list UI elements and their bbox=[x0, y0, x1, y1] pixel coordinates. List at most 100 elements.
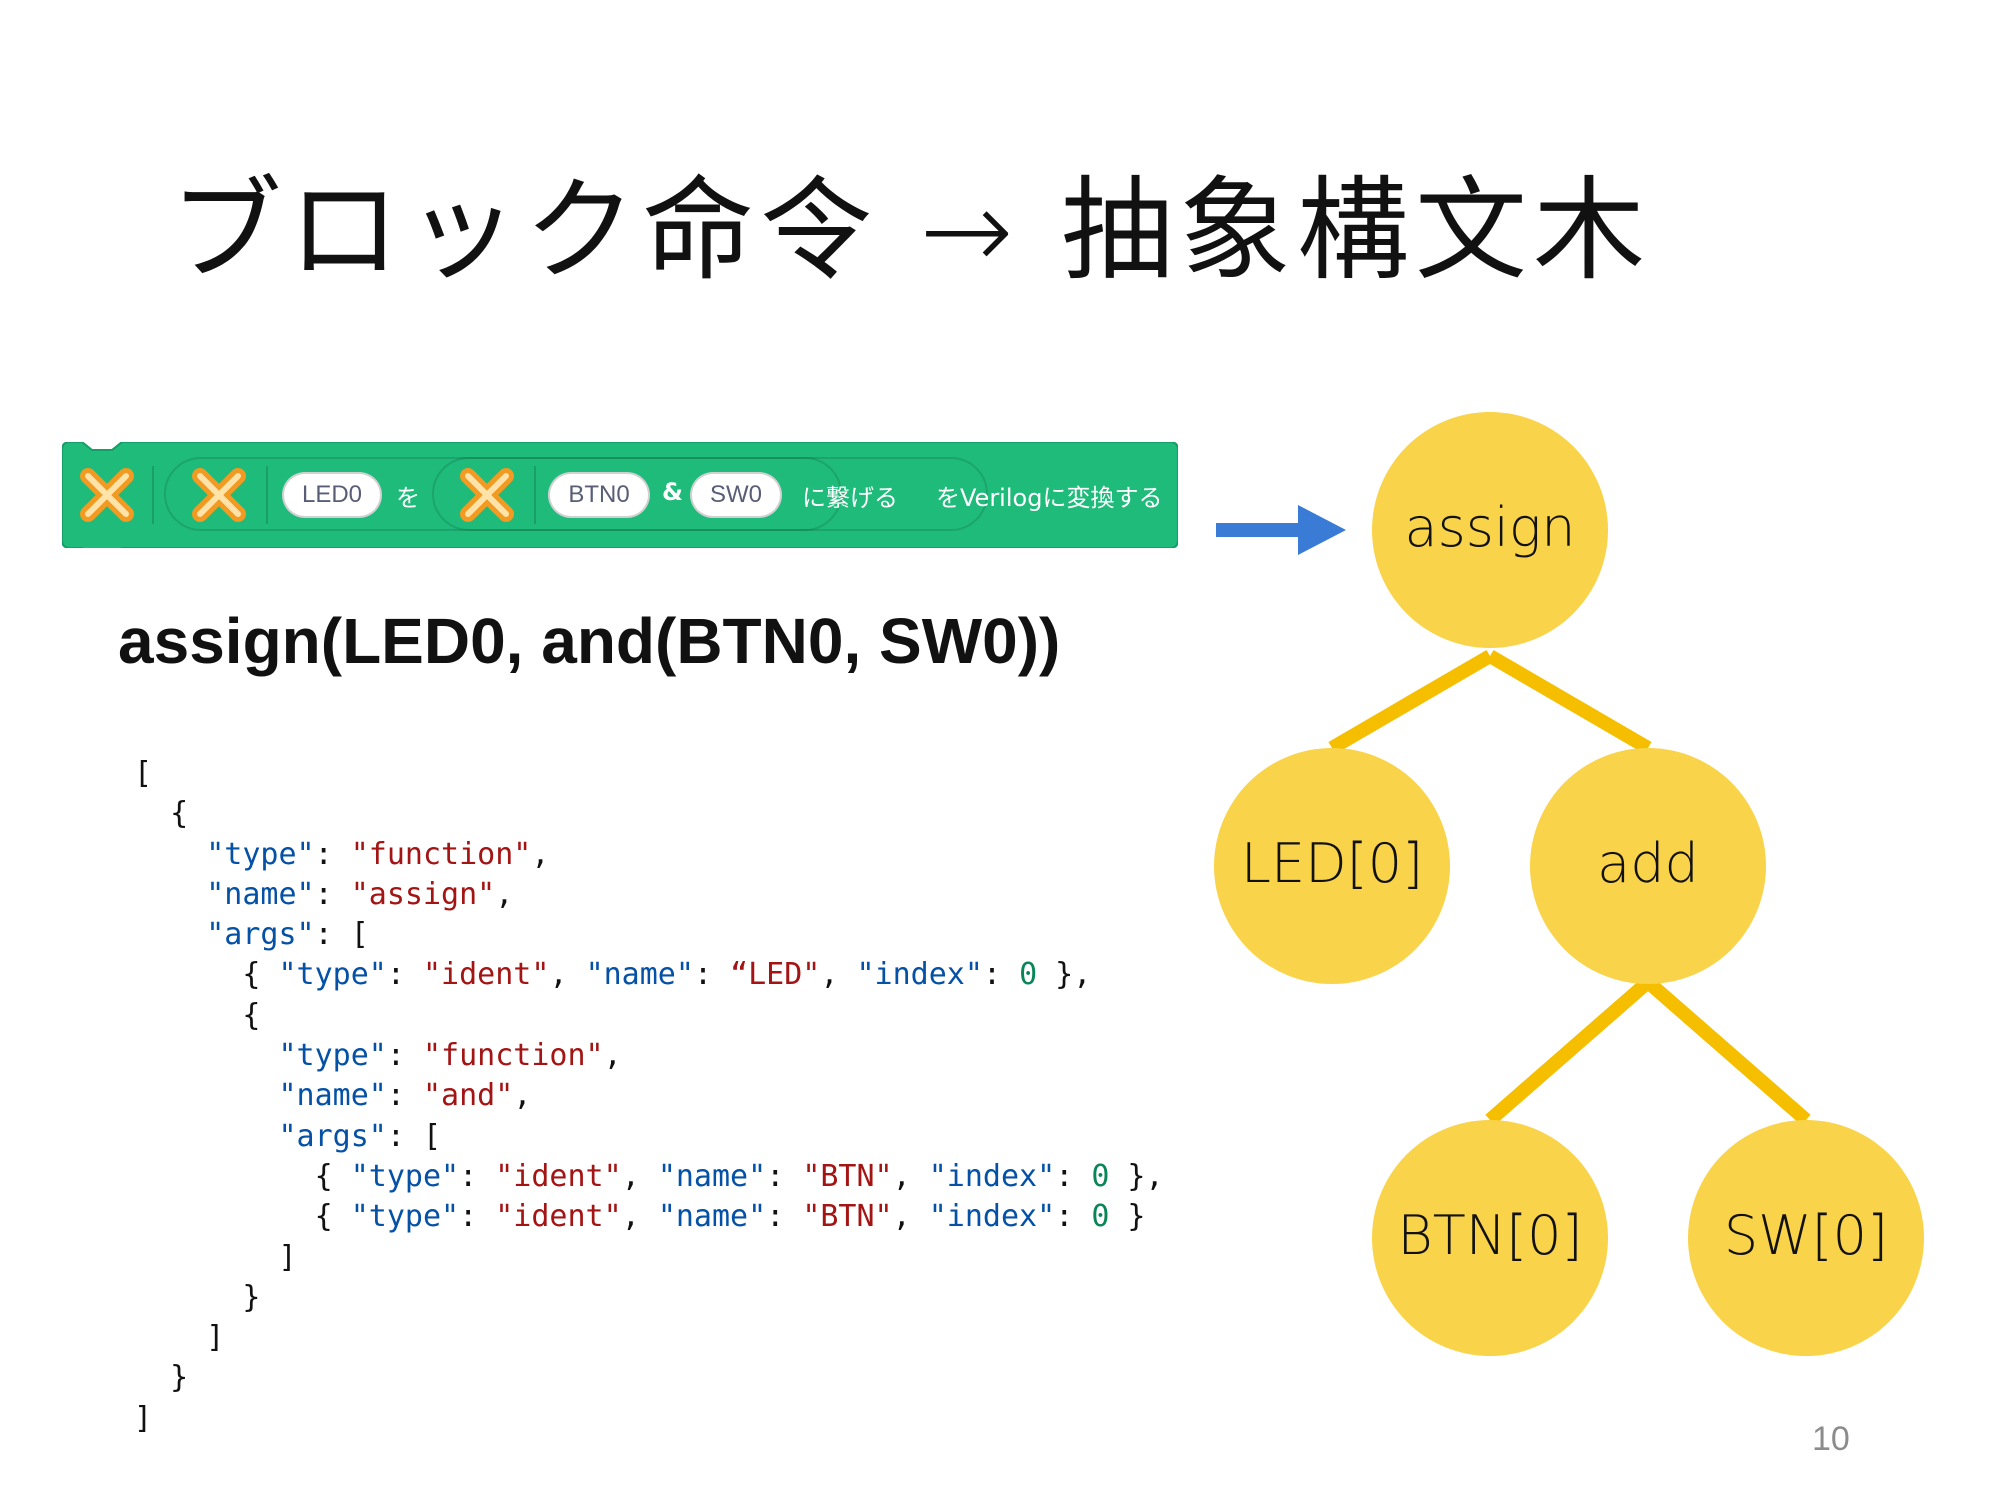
ast-json-code: [ { "type": "function", "name": "assign"… bbox=[134, 754, 1164, 1439]
code-token: { bbox=[134, 1199, 351, 1235]
code-token: : bbox=[459, 1199, 496, 1235]
outer-reporter-slot bbox=[164, 457, 988, 531]
node-add bbox=[1530, 748, 1766, 984]
code-line: "name": "and", bbox=[134, 1078, 532, 1114]
code-token: ] bbox=[134, 1400, 153, 1436]
code-token: : bbox=[1055, 1199, 1092, 1235]
code-line: { "type": "ident", "name": “LED", "index… bbox=[134, 957, 1091, 992]
code-token: "type" bbox=[278, 1038, 387, 1074]
code-token: "type" bbox=[278, 957, 387, 993]
code-token: { bbox=[134, 1158, 351, 1194]
ast-expression: assign(LED0, and(BTN0, SW0)) bbox=[118, 605, 1061, 677]
code-token: "index" bbox=[928, 1158, 1056, 1194]
code-token: "type" bbox=[350, 1158, 460, 1194]
code-token: : bbox=[982, 957, 1020, 993]
code-token: : bbox=[459, 1158, 496, 1194]
code-token: , bbox=[621, 1199, 658, 1235]
inner-reporter-slot bbox=[432, 457, 842, 531]
edge-add-btn bbox=[1485, 976, 1653, 1126]
extension-x-icon bbox=[192, 468, 246, 522]
code-token: "name" bbox=[206, 876, 315, 912]
code-token: { bbox=[134, 997, 261, 1033]
page-number: 10 bbox=[1812, 1420, 1850, 1458]
code-token: “LED" bbox=[730, 957, 821, 993]
code-token: : bbox=[386, 957, 423, 993]
code-line: { "type": "ident", "name": "BTN", "index… bbox=[134, 1199, 1146, 1234]
code-line: ] bbox=[134, 1401, 152, 1436]
code-token: : bbox=[386, 1038, 423, 1074]
code-token: "ident" bbox=[423, 957, 550, 993]
code-token: }, bbox=[1037, 957, 1092, 993]
code-token: }, bbox=[1109, 1158, 1164, 1194]
block-text-connect: に繋げる bbox=[802, 484, 898, 512]
code-token: } bbox=[1109, 1199, 1146, 1235]
edge-assign-add bbox=[1486, 649, 1652, 755]
code-token: : bbox=[766, 1158, 803, 1194]
code-token: : bbox=[693, 957, 731, 993]
code-token: ] bbox=[134, 1320, 225, 1356]
code-token: "index" bbox=[928, 1199, 1056, 1235]
node-btn bbox=[1372, 1120, 1608, 1356]
tree-edges bbox=[1328, 649, 1811, 1126]
node-label-led: LED[0] bbox=[1240, 832, 1424, 895]
extension-x-icon bbox=[460, 468, 514, 522]
code-token: "function" bbox=[350, 836, 532, 872]
code-line: { "type": "ident", "name": "BTN", "index… bbox=[134, 1159, 1164, 1194]
code-token: , bbox=[549, 957, 586, 993]
code-token: : bbox=[314, 876, 351, 912]
code-token: [ bbox=[134, 756, 153, 791]
node-label-sw: SW[0] bbox=[1723, 1204, 1889, 1267]
code-token: "type" bbox=[350, 1199, 460, 1235]
block-separator bbox=[152, 466, 154, 524]
node-assign bbox=[1372, 412, 1608, 648]
code-token: 0 bbox=[1091, 1158, 1110, 1194]
right-arrow-icon bbox=[1216, 505, 1346, 555]
code-token: : bbox=[766, 1199, 803, 1235]
code-token: , bbox=[820, 957, 857, 993]
code-token: 0 bbox=[1019, 957, 1038, 993]
code-token: "BTN" bbox=[802, 1158, 893, 1194]
code-token: , bbox=[892, 1158, 929, 1194]
btn-input[interactable]: BTN0 bbox=[548, 472, 650, 518]
code-token: , bbox=[621, 1158, 658, 1194]
block-text-and: & bbox=[662, 478, 683, 506]
block-separator bbox=[266, 466, 268, 524]
code-token: ] bbox=[134, 1239, 297, 1275]
node-label-assign: assign bbox=[1404, 496, 1576, 559]
led-input[interactable]: LED0 bbox=[282, 472, 382, 518]
code-token: } bbox=[134, 1279, 261, 1315]
code-token: "BTN" bbox=[802, 1199, 893, 1235]
code-token: "index" bbox=[856, 957, 983, 993]
code-token: , bbox=[531, 836, 550, 872]
code-line: "type": "function", bbox=[134, 1038, 622, 1073]
code-token: : bbox=[1055, 1158, 1092, 1194]
sw-input[interactable]: SW0 bbox=[690, 472, 782, 518]
code-token: { bbox=[134, 796, 189, 832]
code-token: "name" bbox=[657, 1199, 767, 1235]
code-line: "args": [ bbox=[134, 917, 369, 952]
code-line: "args": [ bbox=[134, 1118, 442, 1154]
code-line: } bbox=[134, 1280, 260, 1315]
code-token: 0 bbox=[1091, 1199, 1110, 1235]
verilog-convert-block[interactable]: LED0 を BTN0 & SW0 に繋げる をVerilogに変換する bbox=[62, 442, 1178, 548]
code-token: "name" bbox=[278, 1078, 387, 1114]
code-token: "args" bbox=[206, 917, 315, 953]
code-token: "name" bbox=[585, 957, 694, 993]
edge-assign-led bbox=[1328, 649, 1494, 755]
code-line: } bbox=[134, 1360, 188, 1395]
block-text-wo: を bbox=[396, 484, 420, 512]
code-line: [ bbox=[134, 756, 152, 791]
code-token: , bbox=[513, 1078, 532, 1114]
code-token: , bbox=[603, 1038, 622, 1074]
node-led bbox=[1214, 748, 1450, 984]
node-sw bbox=[1688, 1120, 1924, 1356]
code-token: , bbox=[892, 1199, 929, 1235]
code-line: "name": "assign", bbox=[134, 877, 513, 912]
code-token: "args" bbox=[278, 1118, 387, 1154]
code-line: "type": "function", bbox=[134, 837, 549, 872]
code-token: "and" bbox=[423, 1078, 514, 1114]
extension-x-icon bbox=[80, 468, 134, 522]
code-token: } bbox=[134, 1360, 189, 1396]
code-line: ] bbox=[134, 1239, 297, 1275]
